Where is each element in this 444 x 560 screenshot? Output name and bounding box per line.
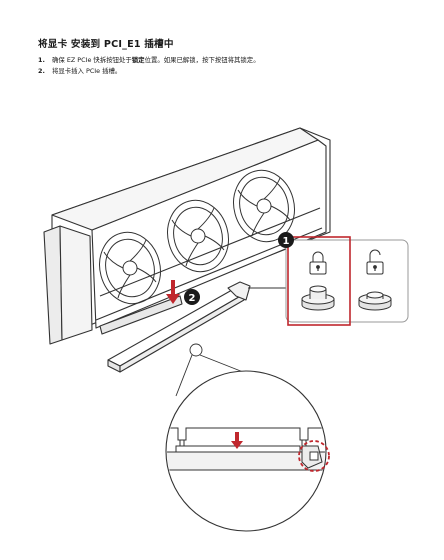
- marker-2: 2: [184, 289, 200, 305]
- step-1-text: 确保 EZ PCIe 快拆按钮处于锁定位置。如果已解锁，按下按钮将其锁定。: [52, 55, 260, 66]
- locked-highlight-box: [287, 236, 351, 326]
- callout-box: [285, 239, 409, 323]
- marker-1-label: 1: [283, 236, 290, 247]
- step-1-text-bold: 锁定: [131, 56, 145, 64]
- detail-down-arrow-icon: [231, 432, 243, 449]
- unlocked-padlock-icon: [366, 249, 384, 275]
- page-title: 将显卡 安装到 PCI_E1 插槽中: [38, 39, 174, 50]
- locked-button: [301, 285, 335, 311]
- locked-padlock-icon: [309, 251, 327, 275]
- marker-2-label: 2: [189, 293, 196, 304]
- fan-right: [233, 169, 295, 243]
- unlocked-button: [358, 291, 392, 311]
- step-1-text-after: 位置。如果已解锁，按下按钮将其锁定。: [144, 56, 260, 64]
- step-2-number: 2.: [38, 67, 45, 75]
- down-arrow-icon: [166, 280, 180, 304]
- graphics-card: [43, 127, 331, 345]
- pcie-slot: [107, 281, 251, 373]
- step-2: 2. 将显卡插入 PCIe 插槽。: [38, 66, 418, 77]
- fan-left: [99, 231, 161, 305]
- instructions-header: 将显卡 安装到 PCI_E1 插槽中 1. 确保 EZ PCIe 快拆按钮处于锁…: [38, 36, 418, 77]
- step-1: 1. 确保 EZ PCIe 快拆按钮处于锁定位置。如果已解锁，按下按钮将其锁定。: [38, 55, 418, 66]
- step-2-text: 将显卡插入 PCIe 插槽。: [52, 67, 122, 75]
- fan-middle: [167, 199, 229, 273]
- step-1-number: 1.: [38, 56, 45, 64]
- marker-1: 1: [278, 232, 294, 248]
- detail-view: [165, 370, 330, 532]
- step-1-text-before: 确保 EZ PCIe 快拆按钮处于: [52, 56, 132, 64]
- latch-highlight-circle: [298, 440, 330, 472]
